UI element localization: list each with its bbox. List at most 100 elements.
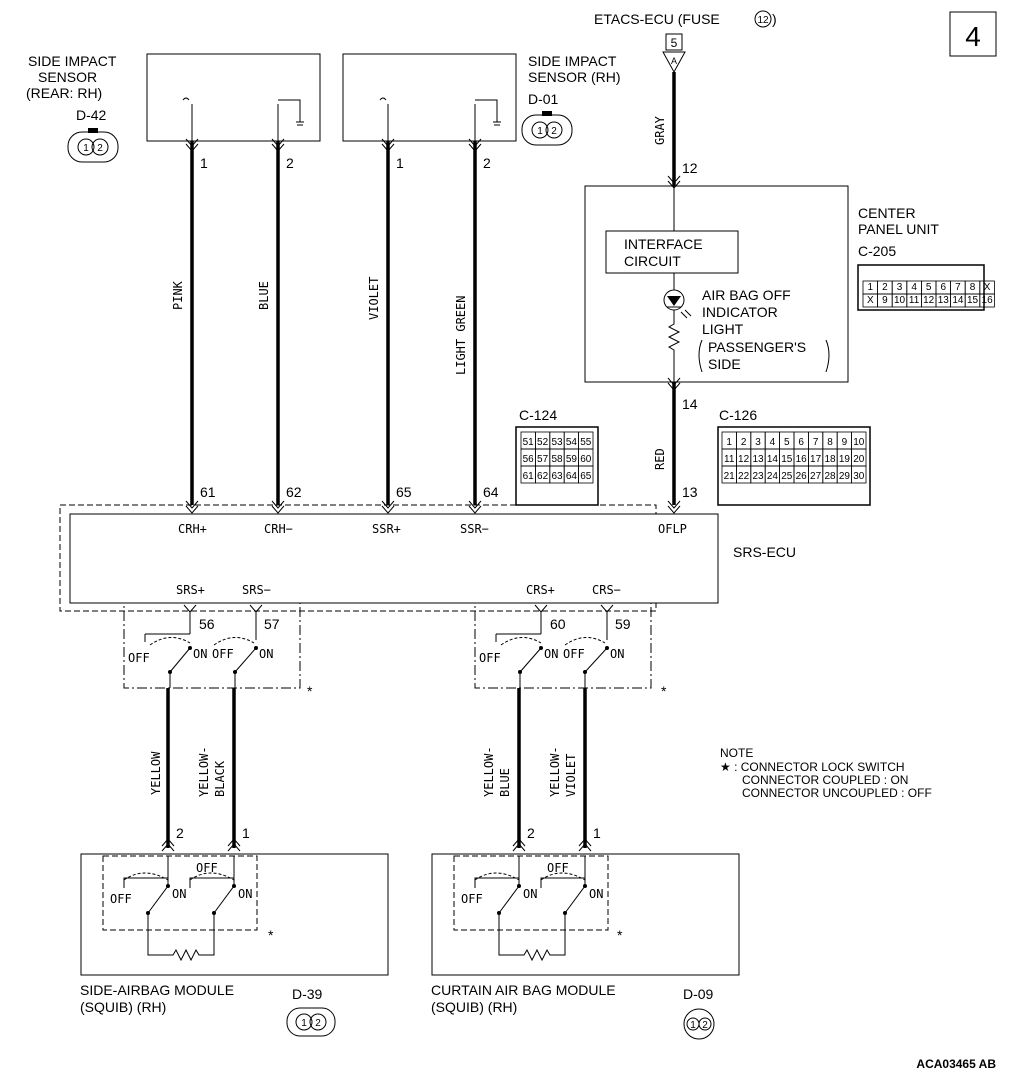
svg-text:1: 1	[301, 1018, 307, 1029]
red-wire-label: RED	[653, 448, 667, 470]
connector-pin-number: 15	[781, 454, 793, 465]
switch-right-off-2: OFF	[563, 647, 585, 661]
yellow-violet-line-2: VIOLET	[564, 754, 578, 797]
yellow-black-line-2: BLACK	[213, 760, 227, 797]
indicator-line-1: AIR BAG OFF	[702, 287, 791, 303]
indicator-line-2: INDICATOR	[702, 304, 778, 320]
sensor-rh-connector-icon: 1 2	[521, 111, 573, 146]
module-left-asterisk: *	[268, 927, 274, 943]
connector-pin-number: 8	[827, 437, 833, 448]
interface-circuit-box	[605, 230, 739, 274]
svg-text:2: 2	[315, 1018, 321, 1029]
signal-crs-minus: CRS−	[592, 583, 621, 597]
connector-pin-number: 23	[752, 471, 764, 482]
side-line-1: PASSENGER'S	[708, 339, 806, 355]
connector-pin-number: 15	[967, 295, 979, 306]
lightgreen-top-pin: 2	[483, 155, 491, 171]
connector-pin-number: 4	[770, 437, 776, 448]
module-right-internals	[453, 855, 609, 962]
connector-pin-number: 55	[580, 437, 592, 448]
switch-left-on-2: ON	[259, 647, 273, 661]
signal-srs-minus: SRS−	[242, 583, 271, 597]
connector-pin-number: 5	[926, 282, 932, 293]
connector-pin-number: 61	[523, 471, 535, 482]
signal-crs-plus: CRS+	[526, 583, 555, 597]
connector-pin-number: 30	[853, 471, 865, 482]
side-line-2: SIDE	[708, 356, 741, 372]
connector-pin-number: 9	[842, 437, 848, 448]
svg-text:1: 1	[690, 1020, 696, 1031]
module-right-title-2: (SQUIB) (RH)	[431, 999, 517, 1015]
pin-64: 64	[483, 484, 499, 500]
connector-pin-number: 16	[796, 454, 808, 465]
pink-top-pin: 1	[200, 155, 208, 171]
connector-pin-number: 52	[537, 437, 549, 448]
gray-wire-label: GRAY	[653, 115, 667, 145]
yellow-violet-pin: 1	[593, 825, 601, 841]
note-line-1: ★ : CONNECTOR LOCK SWITCH	[720, 760, 905, 774]
connector-pin-number: 56	[523, 454, 535, 465]
violet-top-pin: 1	[396, 155, 404, 171]
switch-right-pin-59: 59	[615, 616, 631, 632]
connector-pin-number: 65	[580, 471, 592, 482]
pink-wire-label: PINK	[171, 280, 185, 310]
connector-pin-number: 17	[810, 454, 822, 465]
red-panel-pin: 14	[682, 396, 698, 412]
connector-pin-number: 7	[955, 282, 961, 293]
module-right-asterisk: *	[617, 927, 623, 943]
yellow-blue-pin: 2	[527, 825, 535, 841]
signal-crh-plus: CRH+	[178, 522, 207, 536]
switch-left-pin-56: 56	[199, 616, 215, 632]
connector-pin-number: 53	[551, 437, 563, 448]
yellow-violet-line-1: YELLOW-	[548, 746, 562, 797]
sensor-rh-title-1: SIDE IMPACT	[528, 53, 617, 69]
connector-pin-number: 14	[767, 454, 779, 465]
note-line-3: CONNECTOR UNCOUPLED : OFF	[742, 786, 932, 800]
signal-crh-minus: CRH−	[264, 522, 293, 536]
connector-pin-number: 62	[537, 471, 549, 482]
connector-pin-number: 63	[551, 471, 563, 482]
connector-pin-number: 60	[580, 454, 592, 465]
connector-pin-number: 24	[767, 471, 779, 482]
signal-ssr-minus: SSR−	[460, 522, 489, 536]
switch-right-on-1: ON	[544, 647, 558, 661]
yellow-black-pin: 1	[242, 825, 250, 841]
connector-pin-number: 9	[882, 295, 888, 306]
svg-text:2: 2	[702, 1020, 708, 1031]
red-ecu-pin: 13	[682, 484, 698, 500]
connector-pin-number: 26	[796, 471, 808, 482]
connector-pin-number: 21	[724, 471, 736, 482]
connector-pin-number: 28	[824, 471, 836, 482]
connector-pin-number: 4	[911, 282, 917, 293]
connector-cavity	[979, 293, 995, 308]
sensor-rear-title-1: SIDE IMPACT	[28, 53, 117, 69]
connector-pin-number: 11	[909, 295, 920, 306]
svg-text:2: 2	[97, 143, 103, 154]
connector-pin-number: 25	[781, 471, 793, 482]
module-left-off: OFF	[110, 892, 132, 906]
connector-cavity	[851, 465, 867, 484]
module-left-title-2: (SQUIB) (RH)	[80, 999, 166, 1015]
svg-text:1: 1	[83, 143, 89, 154]
module-left-connector: D-39	[292, 986, 323, 1002]
connector-pin-number: 18	[824, 454, 836, 465]
connector-pin-number: X	[984, 282, 991, 293]
connector-pin-number: X	[867, 295, 874, 306]
note-line-2: CONNECTOR COUPLED : ON	[742, 773, 908, 787]
gray-wire-pin: 12	[682, 160, 698, 176]
switch-left-off-1: OFF	[128, 651, 150, 665]
figure-code: ACA03465 AB	[916, 1057, 996, 1071]
switch-left-on-1: ON	[193, 647, 207, 661]
switch-right-off-1: OFF	[479, 651, 501, 665]
connector-pin-number: 64	[566, 471, 578, 482]
pin-62: 62	[286, 484, 302, 500]
page-number: 4	[965, 21, 981, 52]
center-panel-title-2: PANEL UNIT	[858, 221, 939, 237]
switch-left-pin-57: 57	[264, 616, 280, 632]
etacs-terminal-triangle	[662, 51, 686, 74]
fuse-number: 12	[757, 15, 769, 26]
switch-right-pin-60: 60	[550, 616, 566, 632]
srs-ecu-box	[69, 513, 719, 604]
